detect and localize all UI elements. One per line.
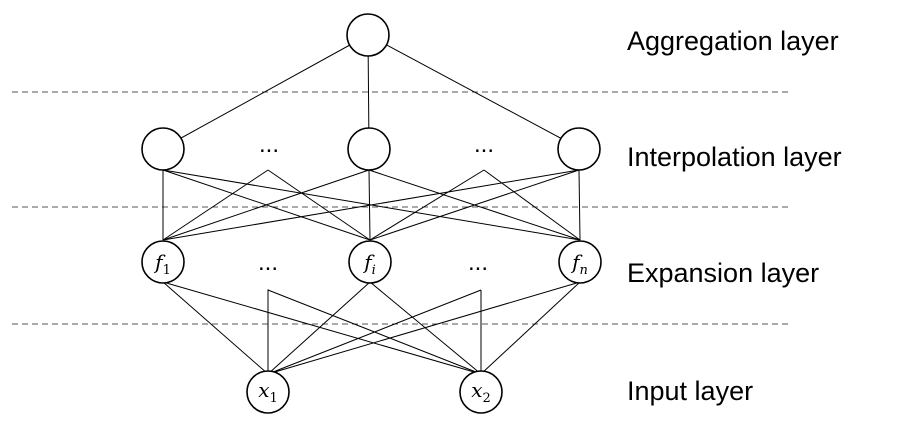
expansion-layer-label: Expansion layer: [627, 258, 819, 288]
input-node-x1: [246, 370, 290, 414]
edges-expansion-input: [162, 281, 581, 375]
expansion-node-fi: [348, 240, 392, 284]
edge-fi-x1: [267, 281, 371, 375]
edge-dots-right-x1: [267, 289, 482, 375]
layer-separators: [12, 91, 788, 325]
aggregation-node: [346, 13, 390, 57]
interpolation-ellipsis-right: ...: [474, 131, 494, 158]
edge-dots-left-x1: [267, 289, 269, 374]
interpolation-node-first: [141, 127, 185, 171]
layer-labels: Aggregation layer Interpolation layer Ex…: [627, 26, 842, 406]
input-nodes: x1 x2: [246, 370, 503, 414]
input-node-x2: [459, 370, 503, 414]
edge-agg-interp-last: [367, 34, 580, 149]
expansion-ellipsis-left: ...: [258, 249, 278, 276]
edge-fn-x1: [267, 281, 581, 375]
edge-dots1-f1: [162, 169, 269, 241]
expansion-ellipsis-right: ...: [468, 249, 488, 276]
edge-dots2-fn: [483, 169, 581, 241]
edge-interplast-fn: [578, 169, 581, 241]
input-layer-label: Input layer: [627, 376, 753, 406]
edge-interpmid-f1: [162, 169, 370, 241]
expansion-node-fn: [558, 240, 602, 284]
edge-interplast-f1: [162, 169, 580, 241]
expansion-nodes: f1 fi fn ... ...: [141, 240, 602, 284]
interpolation-layer-label: Interpolation layer: [627, 142, 842, 172]
input-node-x2-label: x2: [471, 378, 491, 406]
aggregation-layer-label: Aggregation layer: [627, 26, 839, 56]
input-node-x1-label: x1: [258, 378, 278, 406]
expansion-node-f1: [141, 240, 185, 284]
interpolation-ellipsis-left: ...: [259, 131, 279, 158]
edge-f1-x2: [162, 281, 482, 375]
edges-interpolation-expansion: [162, 169, 581, 241]
edge-f1-x1: [162, 281, 269, 375]
interpolation-node-middle: [347, 127, 391, 171]
edge-dots2-fi: [369, 169, 485, 241]
edge-dots1-fi: [267, 169, 371, 241]
interpolation-node-last: [557, 127, 601, 171]
edge-agg-interp1: [162, 34, 369, 149]
edge-fn-x2: [480, 281, 581, 375]
interpolation-nodes: ... ...: [141, 127, 601, 171]
edge-interplast-fi: [369, 169, 580, 241]
